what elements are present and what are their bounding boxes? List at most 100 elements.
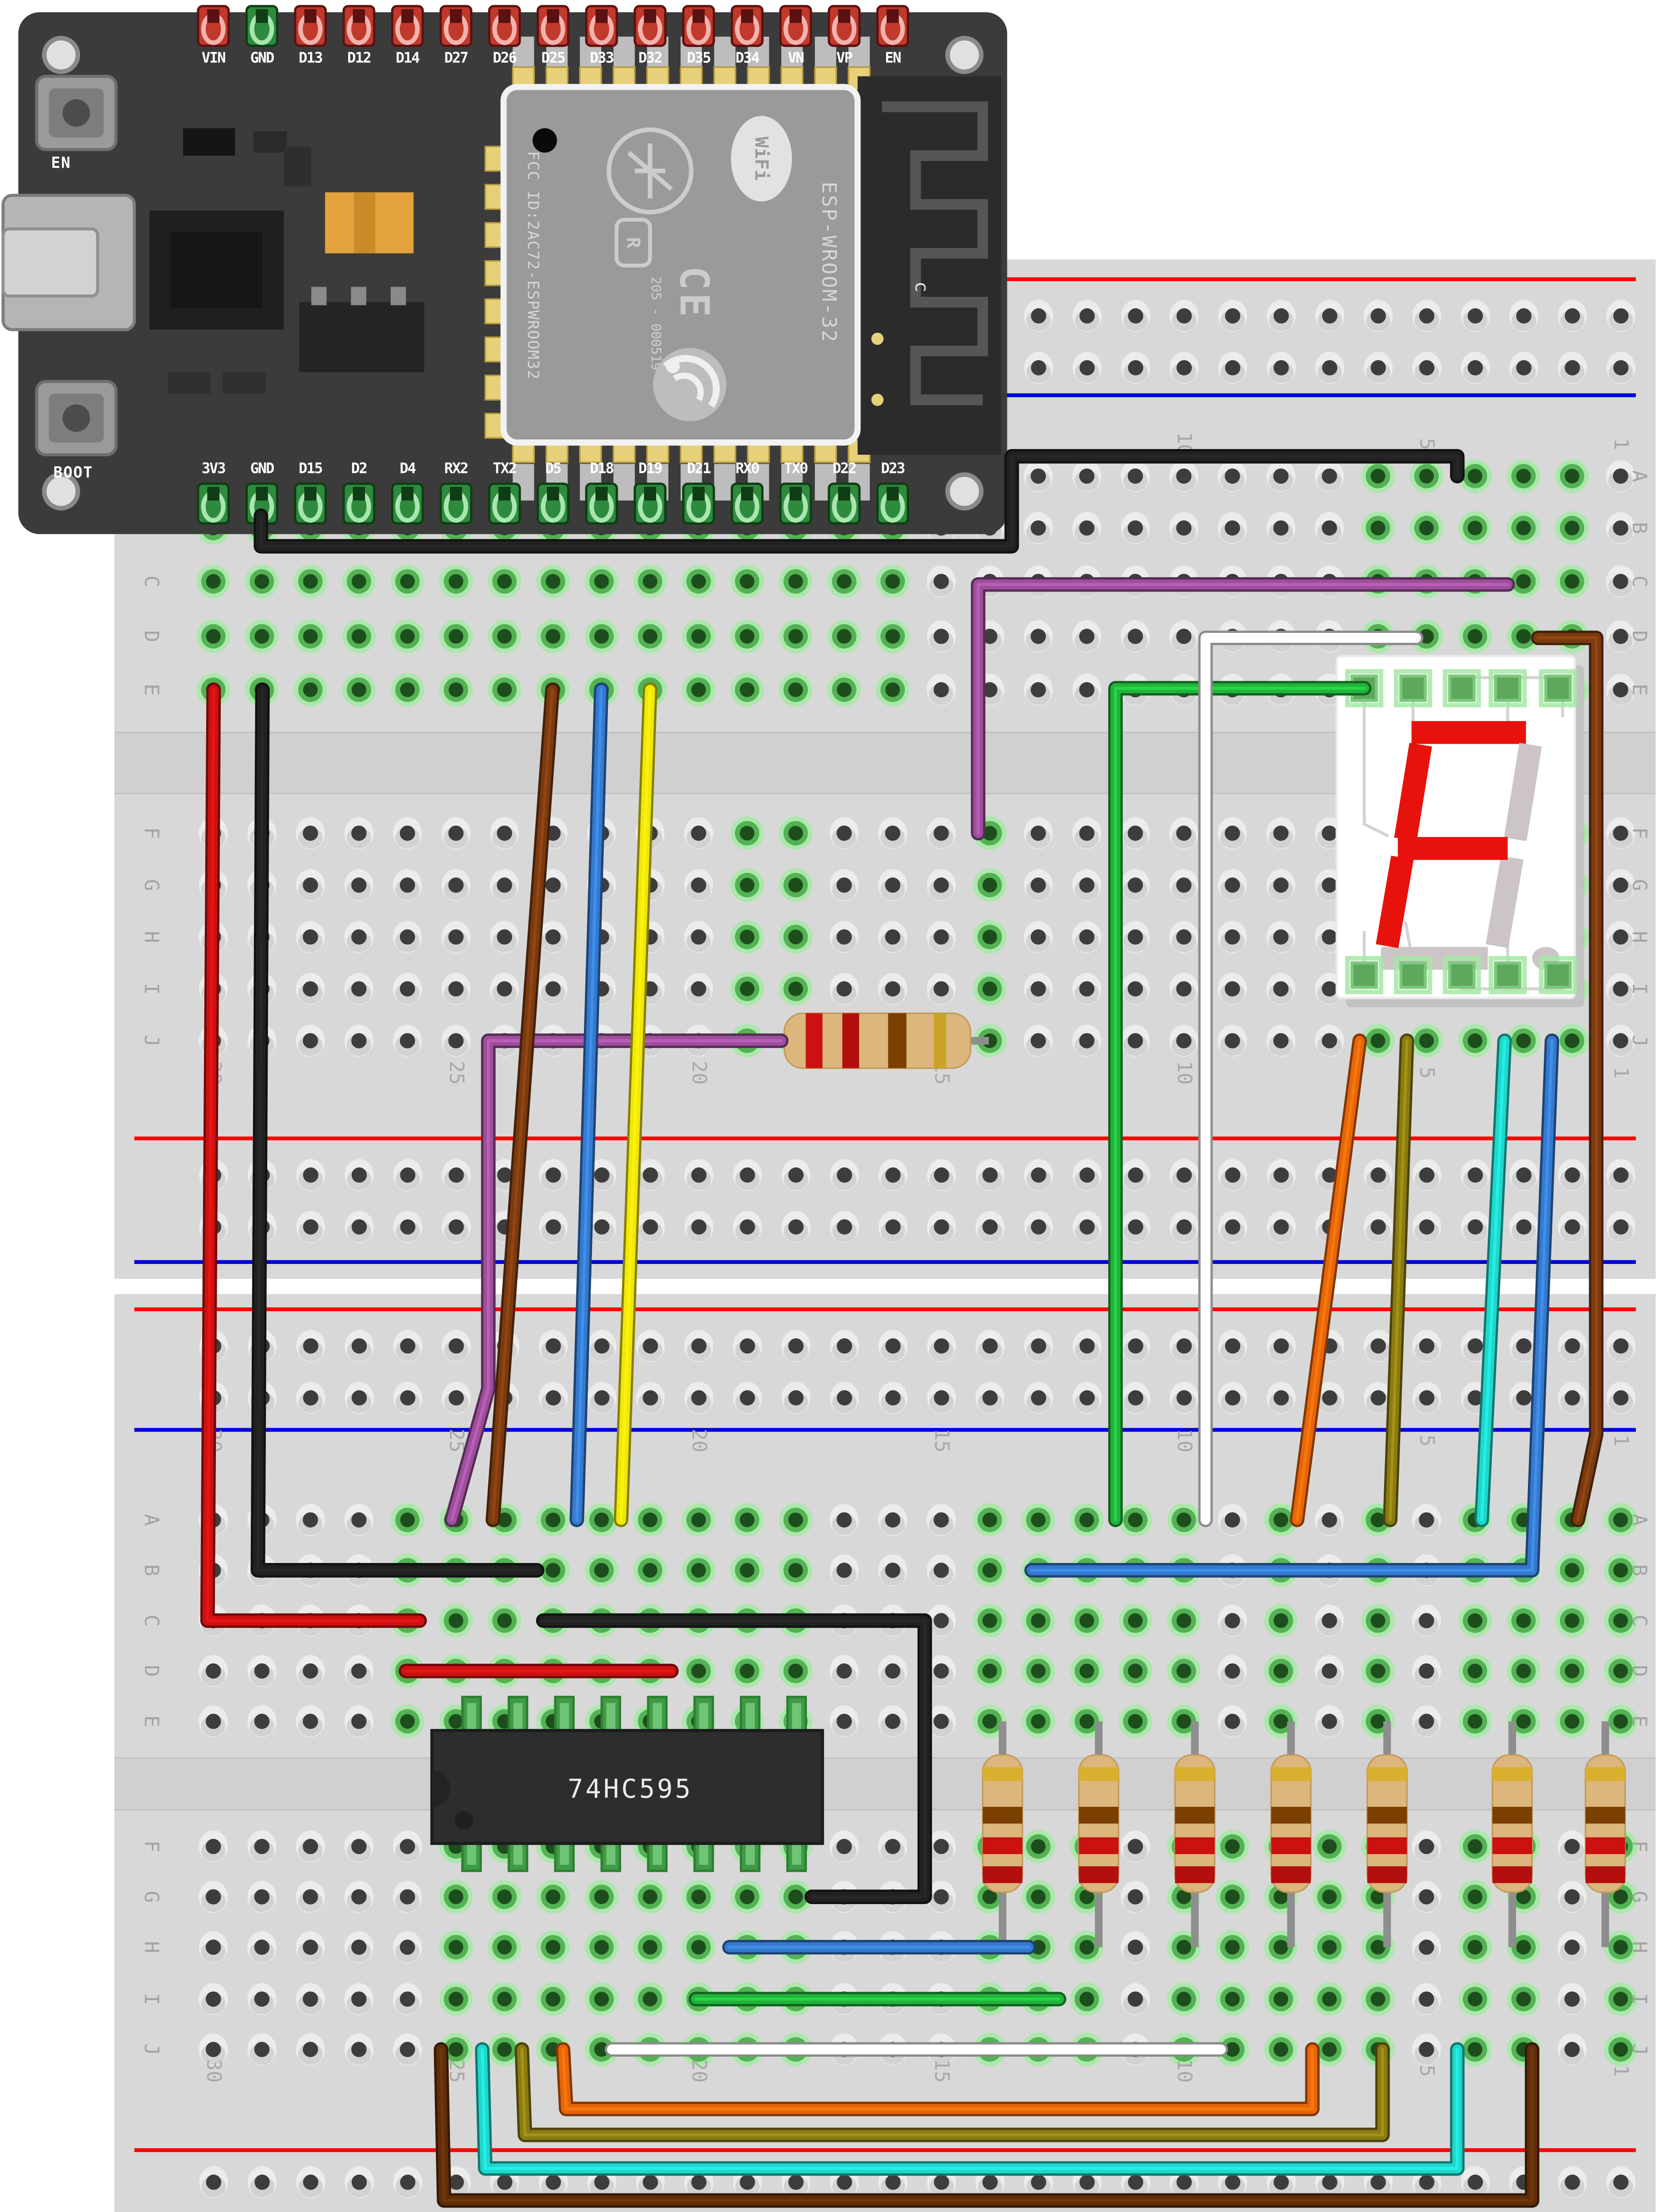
row-letter-G: G <box>1628 879 1651 891</box>
esp-top-pin-label-D34: D34 <box>735 49 759 66</box>
resistor-220-vertical-6 <box>1491 1721 1533 1947</box>
row-letter-G: G <box>140 1891 164 1903</box>
display-pads <box>1345 669 1577 995</box>
esp-top-pin-EN: EN <box>876 5 909 66</box>
esp-top-pin-label-D14: D14 <box>396 49 420 66</box>
col-number-1: 1 <box>1609 1435 1633 1447</box>
wire-purple-top-link <box>971 577 1515 841</box>
esp-top-pin-D34: D34 <box>730 5 764 66</box>
esp-top-pin-D32: D32 <box>634 5 667 66</box>
esp-top-pin-GND: GND <box>245 5 279 66</box>
segment-C-off <box>1486 856 1524 949</box>
row-letter-E: E <box>1628 1715 1651 1727</box>
esp-bottom-pin-RX2: RX2 <box>439 460 472 525</box>
esp-top-pin-label-EN: EN <box>885 49 901 66</box>
row-letter-A: A <box>1628 1514 1651 1526</box>
esp-top-pin-VIN: VIN <box>197 5 230 66</box>
row-letter-H: H <box>1628 1941 1651 1953</box>
col-number-5: 5 <box>1416 438 1439 450</box>
wire-orange-bottom <box>556 2042 1320 2116</box>
esp-bottom-pin-TX0: TX0 <box>779 460 812 525</box>
wire-brown-display-dp <box>1531 630 1604 1527</box>
esp-bottom-pin-label-D23: D23 <box>881 460 904 476</box>
en-button[interactable] <box>35 75 118 151</box>
esp32-board: EN BOOT <box>1 5 1007 534</box>
row-letter-E: E <box>140 1715 164 1727</box>
wire-cyan-seg <box>1474 1033 1512 1527</box>
row-letter-C: C <box>1628 576 1651 588</box>
esp-bottom-pin-D15: D15 <box>294 460 327 525</box>
resistor-220-vertical-3 <box>1174 1721 1216 1947</box>
wire-cyan-bottom <box>475 2042 1465 2176</box>
module-reg-mark: R <box>623 237 644 248</box>
wifi-logo-icon: WiFi <box>731 116 792 202</box>
row-letter-B: B <box>140 1564 164 1576</box>
col-number-20: 20 <box>687 2059 711 2083</box>
esp-bottom-pin-D21: D21 <box>682 460 715 525</box>
esp-bottom-pin-label-RX0: RX0 <box>735 460 759 476</box>
ic-pin1-dot-icon <box>454 1811 473 1830</box>
wire-esp-gnd-to-display-top <box>253 449 1465 554</box>
ic-notch-icon <box>432 1770 450 1807</box>
wire-blue-seg <box>1024 1033 1559 1578</box>
esp-bottom-pin-label-TX0: TX0 <box>784 460 807 476</box>
esp-top-pin-label-D32: D32 <box>638 49 662 66</box>
resistor-220-vertical-1 <box>982 1721 1023 1947</box>
esp-bottom-pin-label-RX2: RX2 <box>444 460 468 476</box>
resistor-220-vertical-7 <box>1585 1721 1626 1947</box>
esp-wroom-module: FCC ID:2AC72-ESPWROOM32 ESP-WROOM-32 205… <box>500 84 861 446</box>
row-letter-F: F <box>1628 827 1651 839</box>
row-letter-G: G <box>1628 1891 1651 1903</box>
esp-top-pin-D13: D13 <box>294 5 327 66</box>
resistor-220-vertical-2 <box>1078 1721 1120 1947</box>
row-letter-B: B <box>1628 522 1651 534</box>
row-letter-J: J <box>140 1035 164 1047</box>
seven-segment-display <box>1336 655 1584 1007</box>
esp-bottom-pin-label-D21: D21 <box>687 460 711 476</box>
col-number-10: 10 <box>1173 1061 1196 1085</box>
boot-button-label: BOOT <box>54 464 93 482</box>
wire-red-3v3 <box>200 682 427 1628</box>
module-cert-text: 205 - 000519 <box>649 276 664 370</box>
esp-top-pin-D14: D14 <box>391 5 424 66</box>
row-letter-J: J <box>1628 2043 1651 2055</box>
esp-bottom-pin-D4: D4 <box>391 460 424 525</box>
esp-top-pin-D33: D33 <box>585 5 618 66</box>
wire-olive-seg <box>1383 1033 1414 1527</box>
esp-bottom-pin-D22: D22 <box>828 460 861 525</box>
wire-green-display-seg <box>1108 681 1372 1527</box>
row-letter-D: D <box>1628 1665 1651 1677</box>
module-dot-icon <box>532 128 557 153</box>
esp-antenna: c <box>857 76 1001 455</box>
col-number-15: 15 <box>930 1429 954 1452</box>
antenna-mark-label: c <box>911 281 933 292</box>
esp-bottom-pin-label-D19: D19 <box>638 460 662 476</box>
esp32-mount-holes <box>42 36 984 511</box>
ic-label: 74HC595 <box>568 1774 693 1804</box>
esp-top-pin-label-VN: VN <box>788 49 804 66</box>
espressif-logo-icon <box>653 348 726 422</box>
esp-bottom-pin-label-3V3: 3V3 <box>202 460 225 476</box>
col-number-10: 10 <box>1173 1429 1196 1452</box>
row-letter-D: D <box>140 1665 164 1677</box>
boot-button[interactable] <box>35 380 118 457</box>
resistor-220-horizontal <box>770 1012 989 1069</box>
module-fcc-text: FCC ID:2AC72-ESPWROOM32 <box>524 151 541 380</box>
wire-orange-seg <box>1290 1033 1367 1527</box>
en-button-label: EN <box>51 154 71 172</box>
esp-bottom-pin-label-D2: D2 <box>351 460 367 476</box>
row-letter-C: C <box>140 1615 164 1627</box>
display-pad-bottom-4 <box>1488 956 1527 995</box>
row-letter-A: A <box>140 1514 164 1526</box>
esp-top-pin-label-D26: D26 <box>493 49 516 66</box>
resistor-220-vertical-4 <box>1270 1721 1312 1947</box>
antenna-cert-logo-icon <box>607 127 694 215</box>
shift-register-74hc595: 74HC595 <box>430 1696 824 1872</box>
display-pad-bottom-2 <box>1394 956 1432 995</box>
row-letter-J: J <box>1628 1035 1651 1047</box>
col-number-5: 5 <box>1416 1435 1439 1447</box>
esp-bottom-pin-label-GND: GND <box>250 460 274 476</box>
display-pad-top-3 <box>1443 669 1481 707</box>
